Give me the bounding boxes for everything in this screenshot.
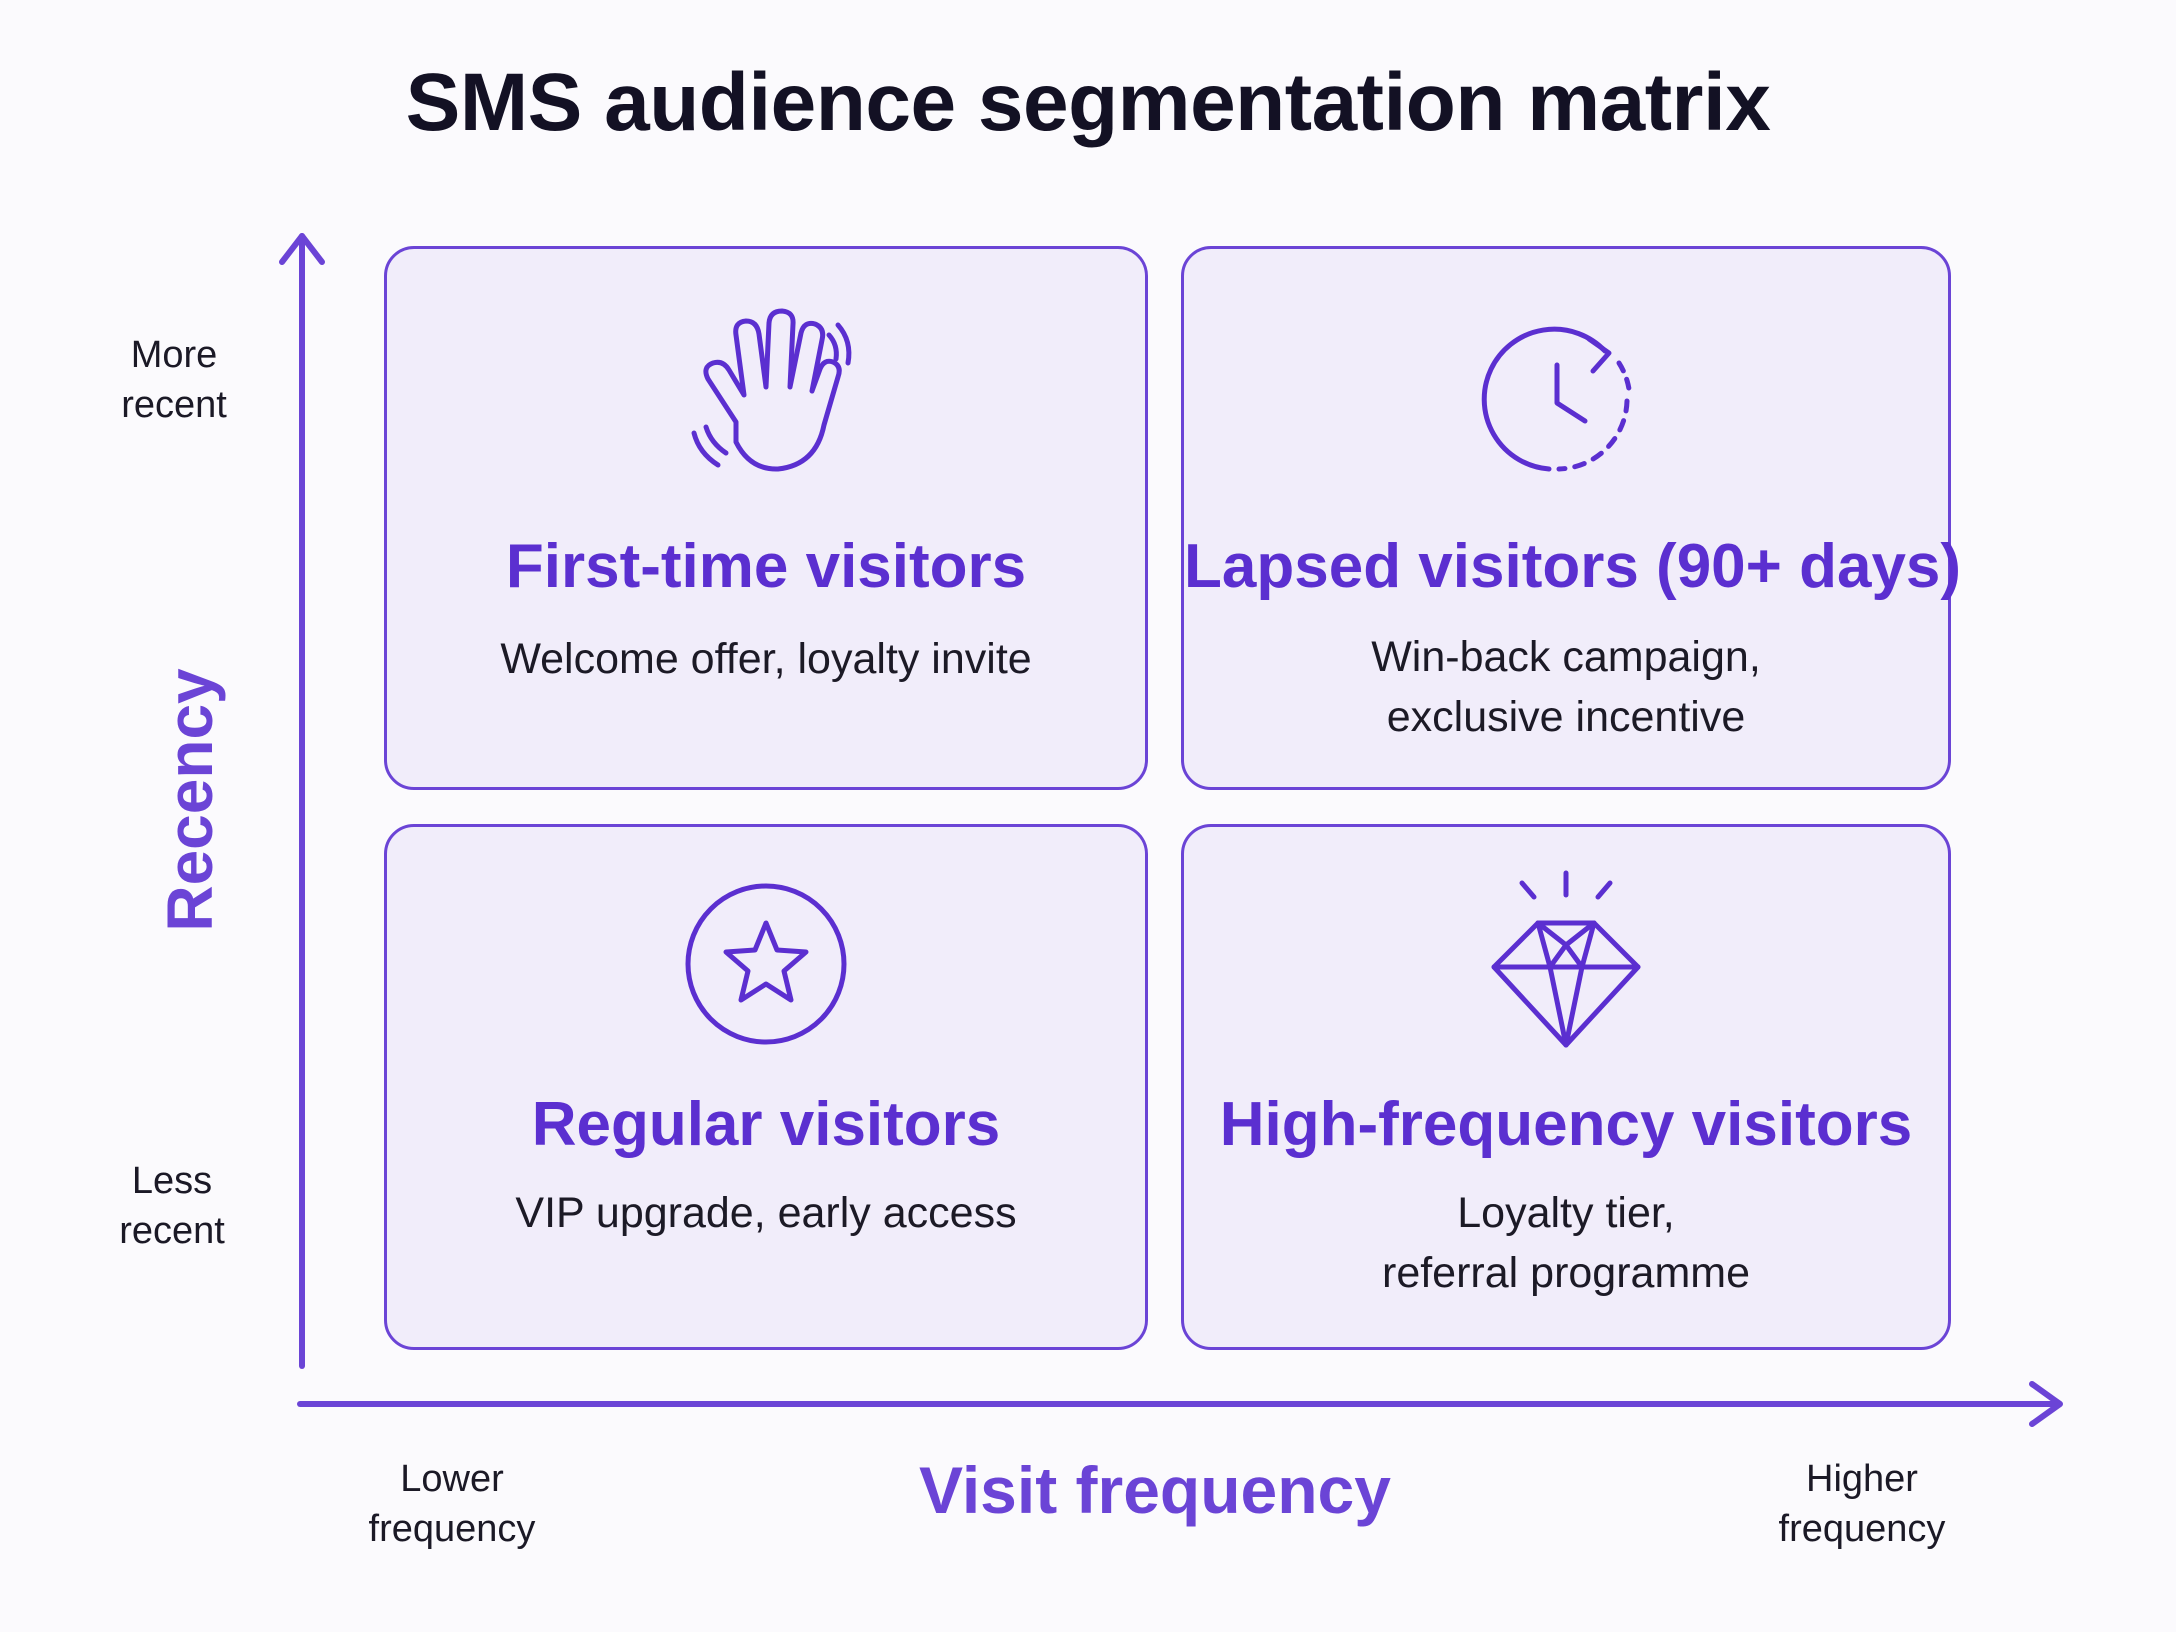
quadrant-title: First-time visitors <box>505 532 1027 601</box>
quadrant-description: Welcome offer, loyalty invite <box>500 635 1032 683</box>
waving-hand-icon <box>691 308 852 472</box>
x-axis-title: Visit frequency <box>919 1453 1391 1527</box>
page-title: SMS audience segmentation matrix <box>405 57 1771 148</box>
quadrant-title: Lapsed visitors (90+ days) <box>1184 532 1962 601</box>
quadrant-high-frequency-visitors: High-frequency visitors Loyalty tier, re… <box>1181 824 1951 1350</box>
quadrant-regular-visitors: Regular visitors VIP upgrade, early acce… <box>384 824 1148 1350</box>
y-axis-title: Recency <box>154 668 226 932</box>
x-axis-left-label: Lower frequency <box>368 1458 536 1550</box>
quadrant-title: High-frequency visitors <box>1219 1090 1913 1159</box>
diamond-icon <box>1491 870 1641 1048</box>
clock-refresh-icon <box>1481 326 1632 472</box>
star-badge-icon <box>685 883 847 1045</box>
quadrant-title: Regular visitors <box>531 1090 1001 1159</box>
x-axis-arrowhead <box>2029 1381 2063 1427</box>
quadrant-first-time-visitors: First-time visitors Welcome offer, loyal… <box>384 246 1148 790</box>
quadrant-description: Win-back campaign, exclusive incentive <box>1371 633 1761 741</box>
quadrant-description: VIP upgrade, early access <box>515 1189 1017 1237</box>
x-axis-right-label: Higher frequency <box>1778 1458 1946 1550</box>
quadrant-lapsed-visitors: Lapsed visitors (90+ days) Win-back camp… <box>1181 246 1962 790</box>
y-axis-bottom-label: Less recent <box>119 1160 225 1252</box>
quadrant-description: Loyalty tier, referral programme <box>1382 1189 1750 1297</box>
y-axis-top-label: More recent <box>121 334 227 426</box>
y-axis-arrowhead <box>279 233 325 265</box>
